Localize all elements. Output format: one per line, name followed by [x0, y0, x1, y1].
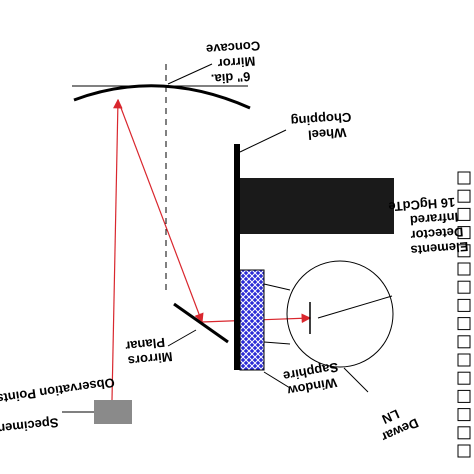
sapphire-window-leader: [263, 371, 291, 389]
observation-points-column: [457, 171, 471, 458]
dewar-connector-top: [263, 283, 291, 291]
dewar-leader: [343, 367, 369, 393]
beam-to-planar-mirror: [117, 99, 204, 324]
mirror-surface: [73, 84, 251, 110]
sapphire-window: [239, 269, 265, 371]
observation-point-icon: [457, 335, 471, 349]
observation-point-icon: [457, 371, 471, 385]
ln-dewar: [263, 260, 394, 393]
observation-point-icon: [457, 171, 471, 185]
mirror-leader-line: [167, 63, 213, 85]
specimen-block: [94, 400, 132, 424]
dewar-connector-bottom: [263, 341, 291, 345]
planar-mirror: [173, 302, 229, 344]
observation-point-icon: [457, 244, 471, 258]
planar-mirror-leader: [167, 329, 197, 347]
label-ln-dewar: Dewar LN: [369, 401, 421, 447]
chopping-wheel-leader: [239, 129, 287, 153]
observation-point-icon: [457, 298, 471, 312]
detector-leader: [317, 295, 393, 319]
observation-point-icon: [457, 226, 471, 240]
observation-point-icon: [457, 262, 471, 276]
observation-point-icon: [457, 353, 471, 367]
beam-to-mirror: [111, 98, 123, 401]
chopping-wheel: [234, 144, 240, 370]
label-concave-mirror: 6" dia. Mirror Concave: [205, 38, 263, 87]
label-detector: Elements Detector Infrared 16 HgCdTe: [388, 194, 469, 259]
observation-point-icon: [457, 189, 471, 203]
concave-mirror: [72, 63, 251, 290]
observation-point-icon: [457, 207, 471, 221]
label-planar-mirrors: Mirrors Planar: [122, 334, 173, 369]
observation-point-icon: [457, 444, 471, 458]
chopper-motor-block: [240, 178, 394, 234]
label-specimen: Specimen: [0, 415, 59, 436]
observation-point-icon: [457, 426, 471, 440]
observation-point-icon: [457, 280, 471, 294]
dewar-circle: [286, 260, 394, 368]
observation-point-icon: [457, 408, 471, 422]
observation-point-icon: [457, 317, 471, 331]
observation-point-icon: [457, 389, 471, 403]
label-chopping-wheel: Wheel Chopping: [290, 110, 353, 144]
label-sapphire-window: Window Sapphire: [280, 360, 342, 399]
